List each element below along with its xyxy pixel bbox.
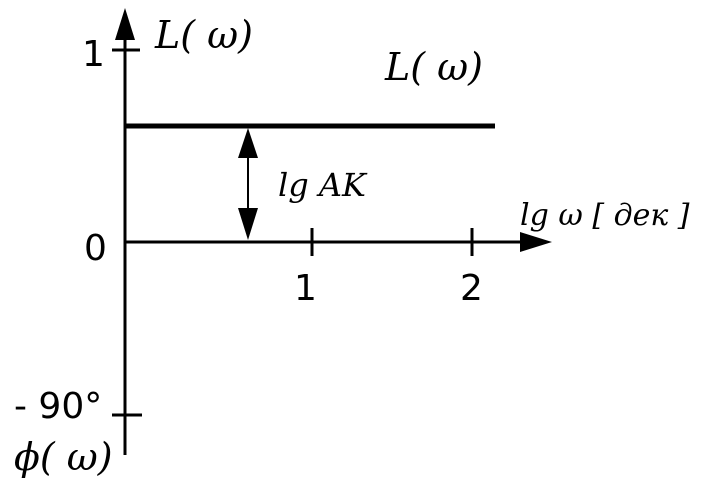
phase-tick-label: - 90° xyxy=(14,386,102,427)
y-axis-arrow xyxy=(115,8,135,40)
x-axis-label: lg ω [ дек ] xyxy=(520,198,690,233)
x-tick-label-2: 2 xyxy=(460,268,483,309)
dimension-label: lg AK xyxy=(278,166,368,204)
y-axis-label: L( ω) xyxy=(154,13,253,57)
curve-label: L( ω) xyxy=(384,45,483,89)
x-tick-label-1: 1 xyxy=(294,268,317,309)
y-tick-label-1: 1 xyxy=(82,34,105,75)
dimension-arrow-head-up xyxy=(238,128,258,158)
y-tick-label-0: 0 xyxy=(84,228,107,269)
dimension-arrow-head-down xyxy=(238,208,258,240)
phase-axis-label: ϕ( ω) xyxy=(14,435,113,479)
x-axis-arrow xyxy=(520,232,552,252)
